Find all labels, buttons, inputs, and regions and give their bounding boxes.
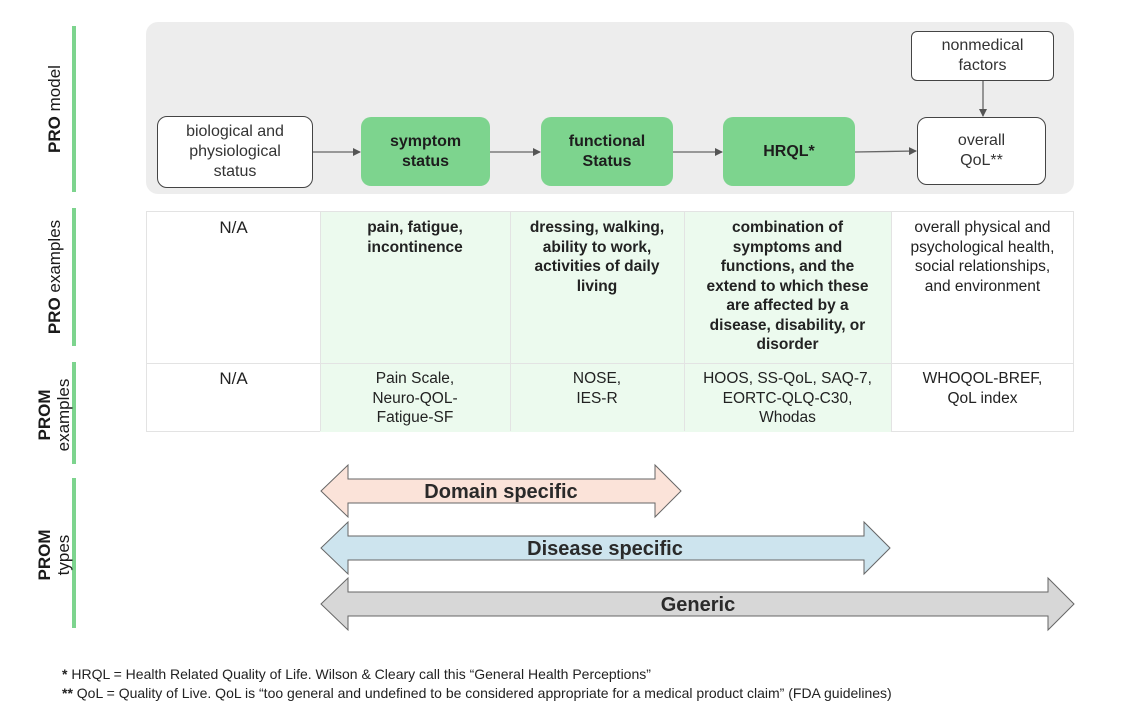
prom-example-biological: N/A bbox=[219, 369, 248, 388]
section-bar-pro-model bbox=[72, 26, 76, 192]
prom-example-qol: WHOQOL-BREF, QoL index bbox=[922, 370, 1043, 407]
pro-example-biological: N/A bbox=[219, 218, 248, 237]
table-divider bbox=[147, 363, 1073, 364]
examples-table: N/A pain, fatigue, incontinence dressing… bbox=[146, 211, 1074, 432]
arrow-hrql-to-qol bbox=[854, 147, 917, 156]
table-divider bbox=[320, 212, 321, 431]
footnote-hrql: * HRQL = Health Related Quality of Life.… bbox=[62, 666, 651, 682]
model-box-symptom: symptom status bbox=[361, 117, 490, 186]
footnote-mark: ** bbox=[62, 685, 73, 701]
prom-example-symptom: Pain Scale, Neuro-QOL-Fatigue-SF bbox=[320, 363, 510, 432]
model-box-nonmedical: nonmedical factors bbox=[911, 31, 1054, 81]
section-bar-pro-examples bbox=[72, 208, 76, 346]
label-generic: Generic bbox=[661, 594, 735, 616]
section-bar-prom-types bbox=[72, 478, 76, 628]
prom-example-hrql: HOOS, SS-QoL, SAQ-7, EORTC-QLQ-C30, Whod… bbox=[684, 363, 891, 432]
model-box-functional: functional Status bbox=[541, 117, 673, 186]
footnote-qol: ** QoL = Quality of Live. QoL is “too ge… bbox=[62, 685, 892, 701]
model-box-hrql: HRQL* bbox=[723, 117, 855, 186]
model-box-qol: overall QoL** bbox=[917, 117, 1046, 185]
pro-example-symptom: pain, fatigue, incontinence bbox=[320, 212, 510, 363]
section-bar-prom-examples bbox=[72, 362, 76, 464]
prom-example-functional: NOSE, IES-R bbox=[510, 363, 684, 432]
arrow-generic bbox=[320, 576, 1075, 632]
label-domain-specific: Domain specific bbox=[424, 481, 577, 503]
table-divider bbox=[684, 212, 685, 431]
pro-example-qol: overall physical and psychological healt… bbox=[910, 219, 1055, 295]
arrow-disease-specific bbox=[320, 520, 891, 576]
model-box-biological: biological and physiological status bbox=[157, 116, 313, 188]
arrow-domain-specific bbox=[320, 463, 682, 519]
pro-example-hrql: combination of symptoms and functions, a… bbox=[684, 212, 891, 363]
label-disease-specific: Disease specific bbox=[527, 538, 683, 560]
footnote-mark: * bbox=[62, 666, 68, 682]
pro-example-functional: dressing, walking, ability to work, acti… bbox=[510, 212, 684, 363]
table-divider bbox=[510, 212, 511, 431]
table-divider bbox=[891, 212, 892, 431]
